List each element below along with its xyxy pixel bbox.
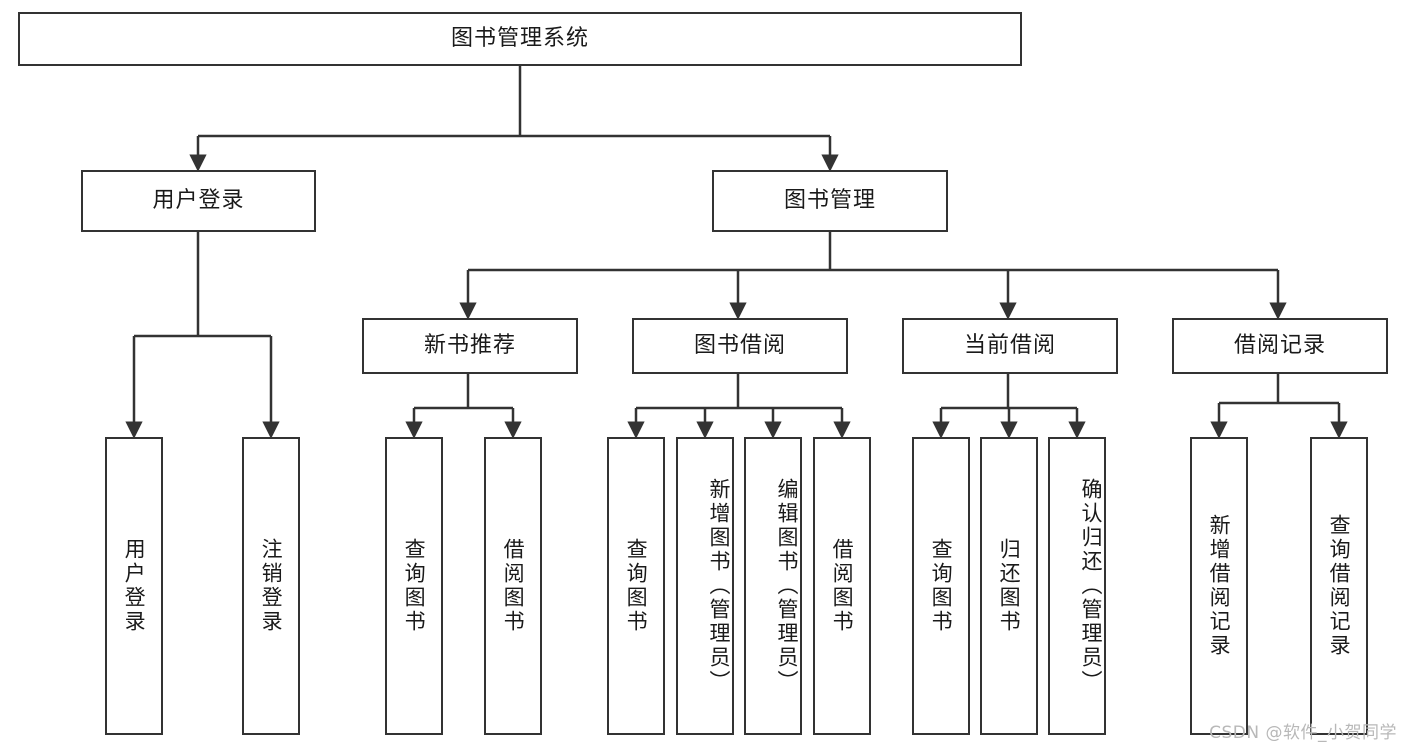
leaf-bb-query-book-label: 查询图书 — [624, 538, 649, 634]
leaf-nb-borrow-book[interactable]: 借阅图书 — [484, 437, 542, 735]
node-book-manage-label: 图书管理 — [783, 187, 876, 213]
leaf-nb-query-book[interactable]: 查询图书 — [385, 437, 443, 735]
leaf-user-login[interactable]: 用户登录 — [105, 437, 163, 735]
leaf-user-login-label: 用户登录 — [122, 538, 147, 634]
node-current-borrow-label: 当前借阅 — [963, 332, 1056, 358]
watermark: CSDN @软件_小贺同学 — [1209, 723, 1397, 743]
node-book-borrow-label: 图书借阅 — [693, 332, 786, 358]
leaf-cb-query-book[interactable]: 查询图书 — [912, 437, 970, 735]
leaf-logout[interactable]: 注销登录 — [242, 437, 300, 735]
leaf-bb-edit-book-admin[interactable]: 编辑图书（管理员） — [744, 437, 802, 735]
leaf-bb-query-book[interactable]: 查询图书 — [607, 437, 665, 735]
leaf-bb-add-book-admin[interactable]: 新增图书（管理员） — [676, 437, 734, 735]
leaf-cb-return-book-label: 归还图书 — [997, 538, 1022, 634]
leaf-cb-confirm-return-admin-label: 确认归还（管理员） — [1079, 478, 1103, 694]
leaf-cb-query-book-label: 查询图书 — [929, 538, 954, 634]
leaf-cb-confirm-return-admin[interactable]: 确认归还（管理员） — [1048, 437, 1106, 735]
leaf-br-add-record[interactable]: 新增借阅记录 — [1190, 437, 1248, 735]
node-new-book-recommend-label: 新书推荐 — [423, 332, 516, 358]
leaf-nb-borrow-book-label: 借阅图书 — [501, 538, 526, 634]
node-book-borrow[interactable]: 图书借阅 — [632, 318, 848, 374]
node-borrow-record[interactable]: 借阅记录 — [1172, 318, 1388, 374]
leaf-br-add-record-label: 新增借阅记录 — [1207, 514, 1232, 658]
leaf-bb-borrow-book[interactable]: 借阅图书 — [813, 437, 871, 735]
node-current-borrow[interactable]: 当前借阅 — [902, 318, 1118, 374]
node-user-login[interactable]: 用户登录 — [81, 170, 316, 232]
node-book-manage[interactable]: 图书管理 — [712, 170, 948, 232]
node-root[interactable]: 图书管理系统 — [18, 12, 1022, 66]
node-root-label: 图书管理系统 — [450, 25, 589, 51]
leaf-bb-borrow-book-label: 借阅图书 — [830, 538, 855, 634]
node-new-book-recommend[interactable]: 新书推荐 — [362, 318, 578, 374]
leaf-br-query-record-label: 查询借阅记录 — [1327, 514, 1352, 658]
leaf-nb-query-book-label: 查询图书 — [402, 538, 427, 634]
leaf-bb-add-book-admin-label: 新增图书（管理员） — [707, 478, 731, 694]
node-user-login-label: 用户登录 — [152, 187, 245, 213]
leaf-cb-return-book[interactable]: 归还图书 — [980, 437, 1038, 735]
leaf-logout-label: 注销登录 — [259, 538, 284, 634]
node-borrow-record-label: 借阅记录 — [1233, 332, 1326, 358]
leaf-bb-edit-book-admin-label: 编辑图书（管理员） — [775, 478, 799, 694]
leaf-br-query-record[interactable]: 查询借阅记录 — [1310, 437, 1368, 735]
